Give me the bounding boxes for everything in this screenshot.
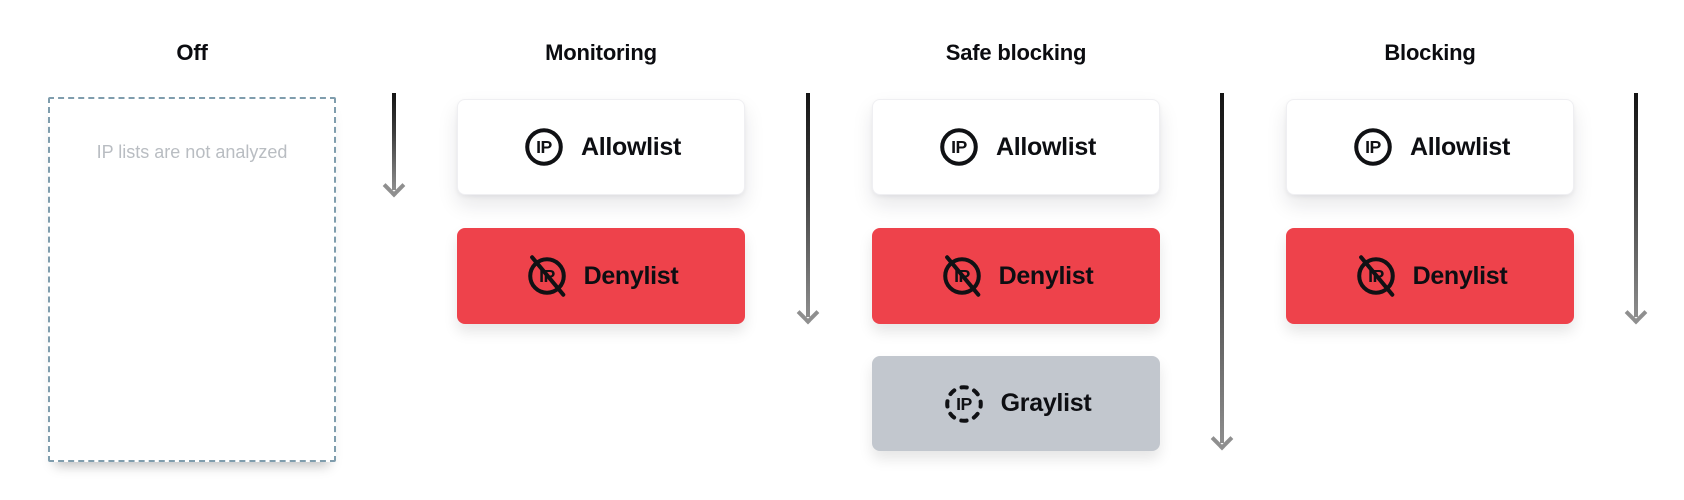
svg-text:IP: IP <box>1365 137 1381 157</box>
down-arrow-1 <box>381 93 407 198</box>
card-label: Denylist <box>1412 261 1508 290</box>
arrow-shaft <box>1634 93 1638 317</box>
monitoring-denylist-card: IP Denylist <box>457 228 745 324</box>
ip-circle-slash-icon: IP <box>1353 253 1399 299</box>
empty-placeholder-text: IP lists are not analyzed <box>96 142 288 162</box>
down-arrow-4 <box>1623 93 1649 325</box>
card-label: Denylist <box>583 261 679 290</box>
svg-text:IP: IP <box>951 137 967 157</box>
ip-circle-icon: IP <box>521 124 567 170</box>
arrow-shaft <box>806 93 810 317</box>
arrow-head-icon <box>382 174 406 198</box>
blocking-allowlist-card: IP Allowlist <box>1286 99 1574 195</box>
arrow-shaft <box>392 93 396 190</box>
arrow-shaft <box>1220 93 1224 443</box>
ip-circle-icon: IP <box>936 124 982 170</box>
safe-blocking-allowlist-card: IP Allowlist <box>872 99 1160 195</box>
column-title-off: Off <box>176 40 208 65</box>
down-arrow-2 <box>795 93 821 325</box>
arrow-head-icon <box>1210 427 1234 451</box>
card-label: Allowlist <box>1409 132 1511 161</box>
ip-circle-dashed-icon: IP <box>941 381 987 427</box>
blocking-denylist-card: IP Denylist <box>1286 228 1574 324</box>
monitoring-allowlist-card: IP Allowlist <box>457 99 745 195</box>
card-label: Allowlist <box>580 132 682 161</box>
safe-blocking-graylist-card: IP Graylist <box>872 356 1160 451</box>
arrow-head-icon <box>796 301 820 325</box>
ip-circle-icon: IP <box>1350 124 1396 170</box>
svg-text:IP: IP <box>536 137 552 157</box>
svg-text:IP: IP <box>956 394 972 414</box>
column-title-monitoring: Monitoring <box>545 40 657 65</box>
off-empty-placeholder-box: IP lists are not analyzed <box>48 97 336 462</box>
ip-circle-slash-icon: IP <box>524 253 570 299</box>
card-label: Denylist <box>998 261 1094 290</box>
column-title-blocking: Blocking <box>1384 40 1476 65</box>
ip-circle-slash-icon: IP <box>939 253 985 299</box>
column-title-safe-blocking: Safe blocking <box>945 40 1087 65</box>
card-label: Graylist <box>1000 389 1092 417</box>
down-arrow-3 <box>1209 93 1235 451</box>
safe-blocking-denylist-card: IP Denylist <box>872 228 1160 324</box>
card-label: Allowlist <box>995 132 1097 161</box>
arrow-head-icon <box>1624 301 1648 325</box>
